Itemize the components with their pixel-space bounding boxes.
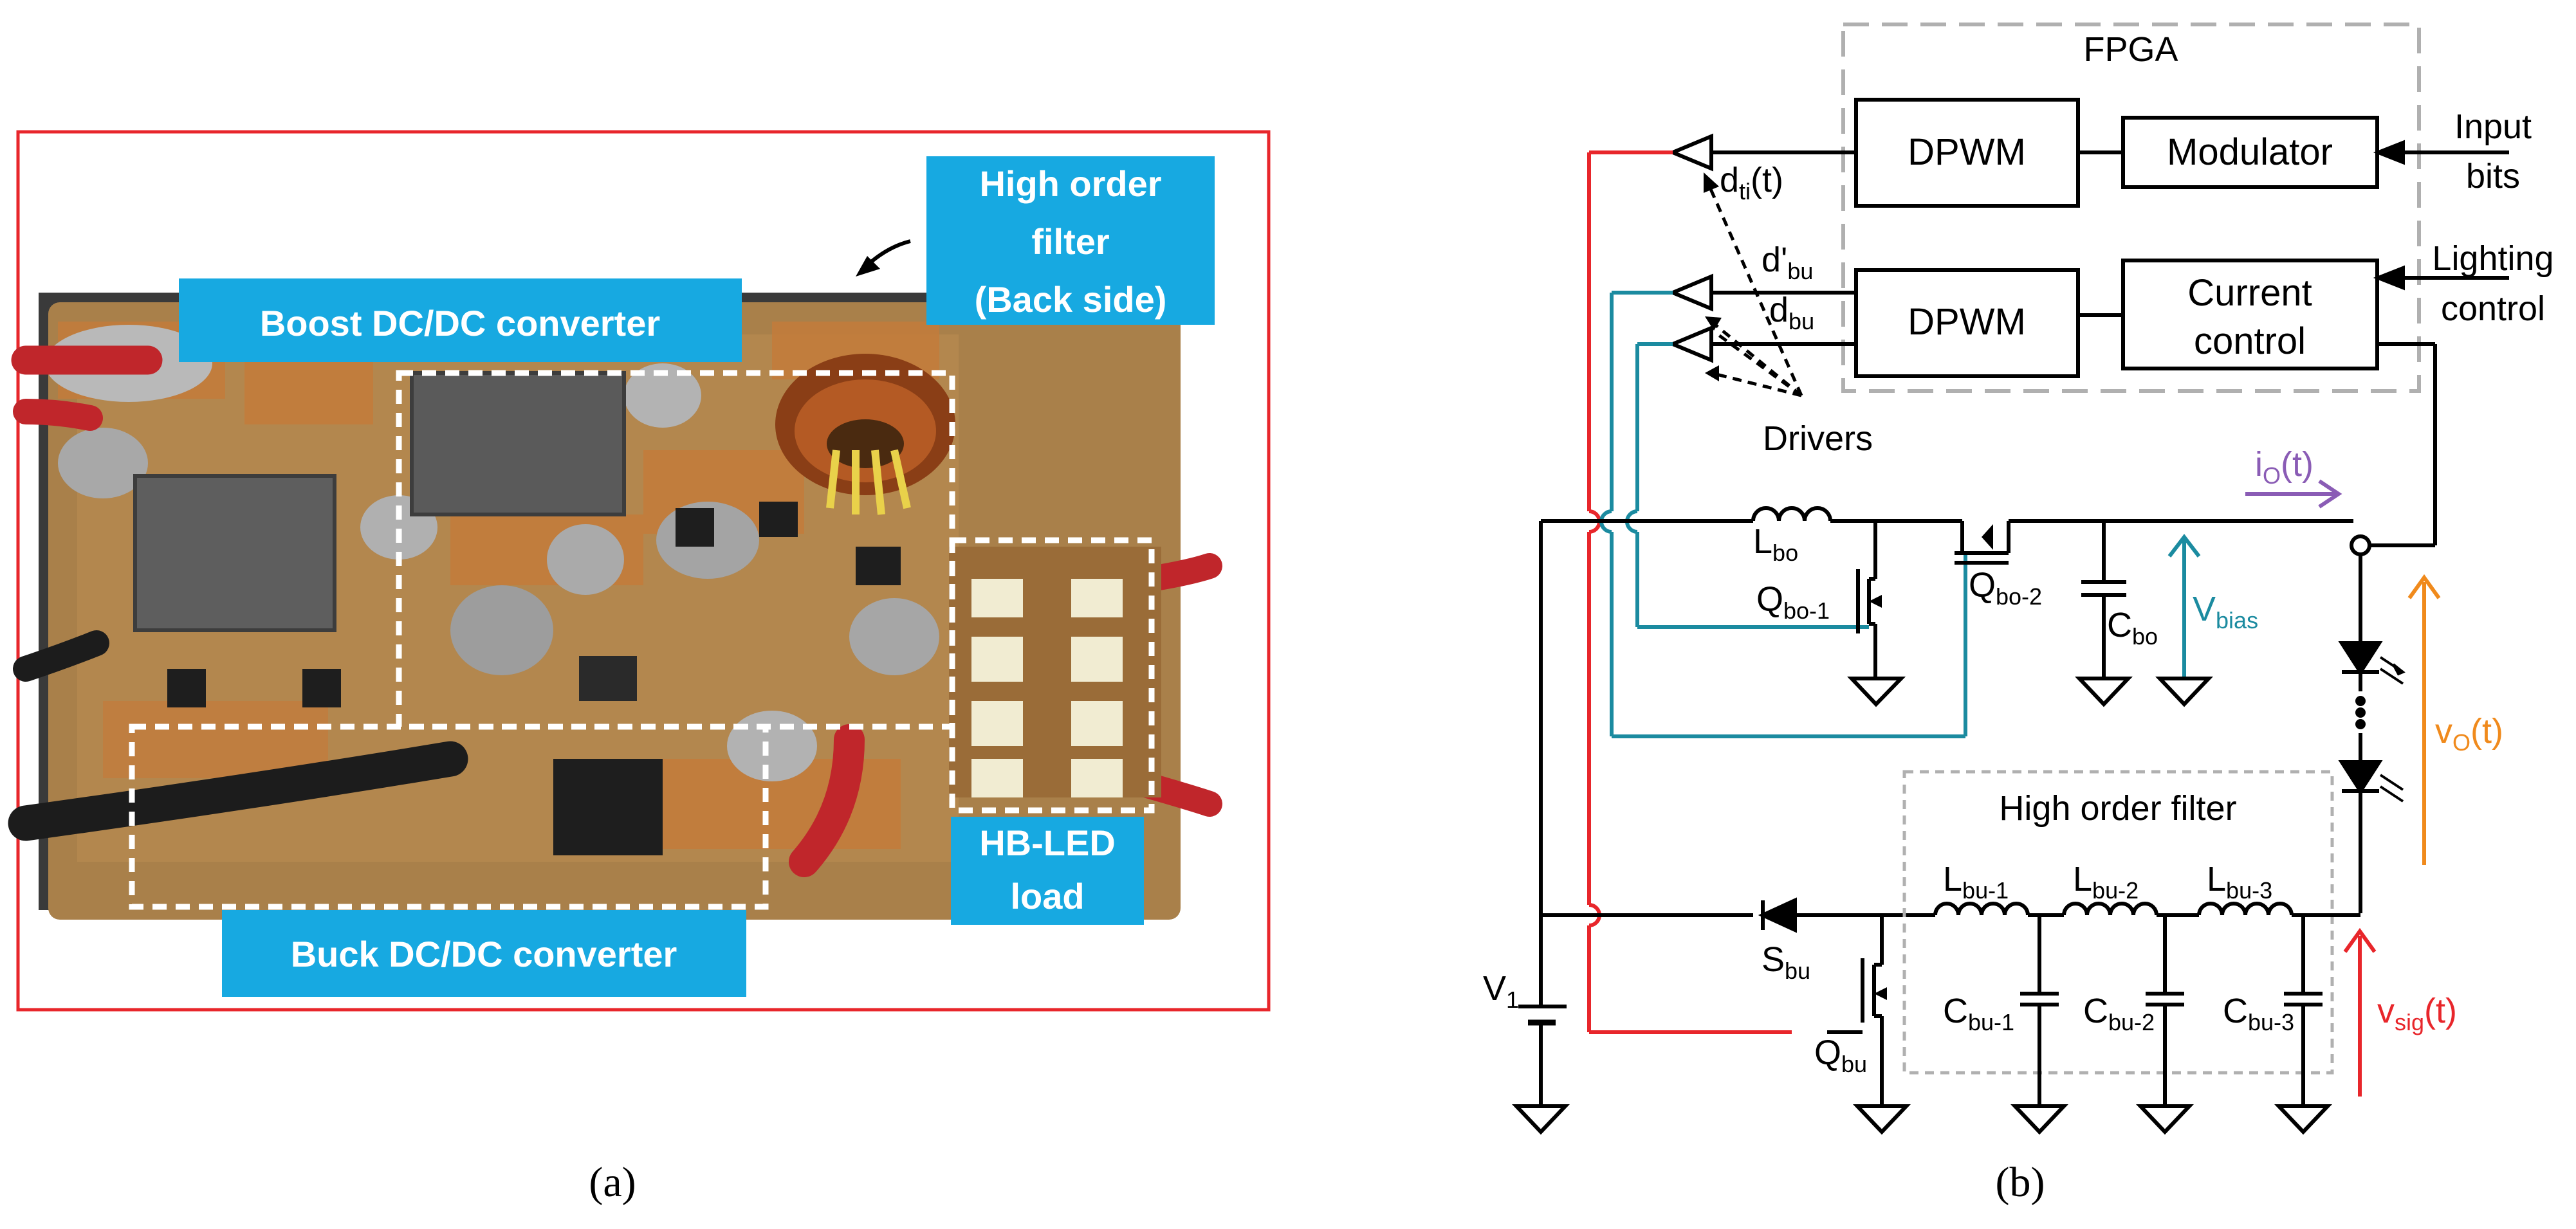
gnd-cbu2 bbox=[2136, 1104, 2194, 1135]
gnd-qbu bbox=[1853, 1104, 1911, 1135]
drivers-label: Drivers bbox=[1763, 419, 1873, 458]
label-high-order-filter-line2: filter bbox=[1031, 221, 1109, 262]
lbu2-label: Lbu-2 bbox=[2073, 860, 2139, 904]
gnd-vbias bbox=[2155, 677, 2213, 707]
v1-label: V1 bbox=[1483, 969, 1519, 1013]
panel-a: High order filter (Back side) Boost DC/D… bbox=[8, 130, 1271, 1206]
label-boost: Boost DC/DC converter bbox=[179, 278, 742, 362]
driver-mid bbox=[1668, 273, 1713, 312]
dbu-label: dbu bbox=[1769, 291, 1814, 334]
label-high-order-filter: High order filter (Back side) bbox=[926, 156, 1215, 325]
dprime-bu-label: d'bu bbox=[1762, 241, 1813, 284]
gnd-cbo bbox=[2075, 677, 2133, 707]
label-high-order-filter-line1: High order bbox=[979, 163, 1161, 204]
drivers-pointers bbox=[1706, 182, 1803, 397]
sbu-diode bbox=[1758, 897, 1797, 933]
label-hbled: HB-LED load bbox=[951, 817, 1144, 925]
vbias-label: Vbias bbox=[2193, 590, 2258, 633]
dpwm-top-label: DPWM bbox=[1908, 131, 2026, 173]
label-hbled-line2: load bbox=[1010, 876, 1084, 916]
caption-b: (b) bbox=[1996, 1159, 2045, 1206]
lbo-inductor bbox=[1751, 506, 1832, 522]
io-arrow bbox=[2245, 479, 2342, 509]
cbo-label: Cbo bbox=[2107, 606, 2158, 650]
lbu3-label: Lbu-3 bbox=[2207, 860, 2272, 904]
input-bits-line1: Input bbox=[2454, 107, 2532, 146]
qbo2-label: Qbo-2 bbox=[1969, 566, 2042, 610]
dpwm-bottom-label: DPWM bbox=[1908, 301, 2026, 343]
lbu1-inductor bbox=[1933, 902, 2030, 916]
input-bits-line2: bits bbox=[2466, 157, 2520, 196]
lighting-control-line1: Lighting bbox=[2432, 239, 2553, 278]
panel-b-labels: FPGA DPWM Modulator DPWM Current control… bbox=[1483, 30, 2554, 1206]
vsig-arrow bbox=[2343, 927, 2377, 1097]
label-hbled-line1: HB-LED bbox=[979, 823, 1116, 863]
driver-bottom bbox=[1668, 325, 1713, 363]
hof-label: High order filter bbox=[1999, 789, 2236, 828]
label-boost-text: Boost DC/DC converter bbox=[260, 303, 660, 343]
hof-box bbox=[1902, 770, 2334, 1075]
qbu-label: Qbu bbox=[1814, 1033, 1867, 1077]
lbu2-inductor bbox=[2062, 902, 2158, 916]
led-bottom bbox=[2338, 760, 2383, 795]
gnd-cbu3 bbox=[2274, 1104, 2332, 1135]
teal-net bbox=[1599, 291, 2201, 738]
red-net bbox=[1587, 150, 1792, 1034]
dpwm-bottom-box bbox=[1854, 268, 2080, 378]
gnd-qbo1 bbox=[1847, 677, 1906, 707]
qbo1-label: Qbo-1 bbox=[1756, 580, 1830, 624]
lbu3-inductor bbox=[2197, 902, 2294, 916]
vsig-label: vsig(t) bbox=[2377, 992, 2457, 1035]
cbu1-label: Cbu-1 bbox=[1943, 992, 2014, 1035]
current-control-line1: Current bbox=[2187, 272, 2312, 314]
led-top bbox=[2338, 641, 2383, 676]
panel-b bbox=[1512, 23, 2509, 1135]
current-control-line2: control bbox=[2194, 320, 2306, 362]
cbu2-label: Cbu-2 bbox=[2083, 992, 2155, 1035]
caption-a: (a) bbox=[589, 1159, 636, 1206]
vo-label: vO(t) bbox=[2435, 712, 2503, 756]
label-high-order-filter-line3: (Back side) bbox=[975, 279, 1167, 320]
fpga-box bbox=[1841, 23, 2421, 393]
lbu1-label: Lbu-1 bbox=[1943, 860, 2009, 904]
lbo-label: Lbo bbox=[1753, 522, 1798, 566]
fpga-title: FPGA bbox=[2083, 30, 2178, 69]
io-label: iO(t) bbox=[2255, 445, 2314, 489]
led-board bbox=[949, 547, 1161, 797]
sbu-label: Sbu bbox=[1762, 940, 1810, 984]
modulator-label: Modulator bbox=[2167, 131, 2333, 173]
lighting-control-line2: control bbox=[2441, 289, 2545, 328]
toroid-inductor bbox=[775, 354, 955, 515]
filter-pointer-arrowhead bbox=[856, 256, 880, 277]
label-buck: Buck DC/DC converter bbox=[222, 910, 746, 997]
cbu3-label: Cbu-3 bbox=[2223, 992, 2294, 1035]
dti-label: dti(t) bbox=[1720, 161, 1783, 205]
gnd-v1 bbox=[1512, 1104, 1570, 1135]
buck-region bbox=[129, 724, 769, 910]
label-buck-text: Buck DC/DC converter bbox=[291, 934, 677, 974]
led-region bbox=[949, 537, 1155, 814]
pcb-photo bbox=[8, 293, 1222, 920]
gnd-cbu1 bbox=[2010, 1104, 2068, 1135]
driver-top bbox=[1668, 133, 1713, 172]
vo-arrow bbox=[2407, 574, 2441, 865]
